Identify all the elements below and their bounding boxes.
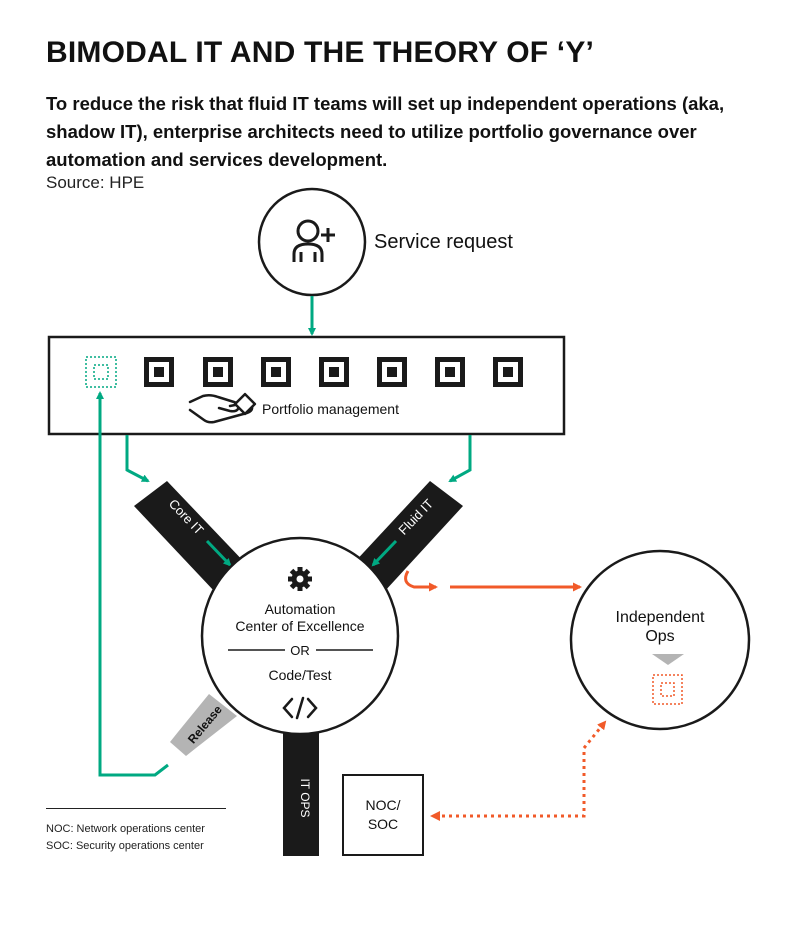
core-it-inbound-arrow: [205, 539, 232, 567]
independent-ops-line1: Independent: [616, 609, 706, 626]
center-or-label: OR: [290, 643, 310, 658]
hand-icon: [188, 392, 257, 424]
service-request-circle: [257, 187, 367, 297]
pending-portfolio-item: [85, 356, 117, 388]
noc-soc-line2: SOC: [368, 816, 398, 832]
footnote-soc: SOC: Security operations center: [46, 840, 204, 852]
center-title-line1: Automation: [265, 601, 336, 617]
fluid-it-escape-arrow: [404, 570, 438, 592]
release-return-arrow: [96, 391, 169, 777]
portfolio-item: [144, 357, 174, 387]
page-subtitle: To reduce the risk that fluid IT teams w…: [46, 93, 725, 170]
down-triangle-icon: [652, 654, 684, 665]
footnotes: NOC: Network operations center SOC: Secu…: [46, 808, 226, 855]
portfolio-box: [47, 335, 566, 436]
source-note: Source: HPE: [46, 173, 145, 192]
independent-ops-line2: Ops: [645, 628, 674, 645]
portfolio-item: [261, 357, 291, 387]
portfolio-item: [435, 357, 465, 387]
gear-icon: [288, 567, 312, 591]
add-user-icon: [292, 219, 335, 262]
page-title: BIMODAL IT AND THE THEORY OF ‘Y’: [46, 36, 595, 69]
noc-soc-line1: NOC/: [366, 797, 401, 813]
core-it-flow-arrow: [125, 435, 150, 483]
portfolio-items: [144, 357, 523, 387]
portfolio-item: [493, 357, 523, 387]
portfolio-item: [319, 357, 349, 387]
shadow-item-icon: [652, 674, 683, 705]
service-request-label: Service request: [374, 231, 513, 253]
center-title-line2: Center of Excellence: [235, 618, 364, 634]
noc-link-arrowhead-icon: [430, 811, 440, 821]
portfolio-management-label: Portfolio management: [262, 401, 399, 417]
fluid-it-inbound-arrow: [371, 539, 398, 567]
noc-independent-link: [442, 720, 607, 818]
release-arrow: [170, 694, 237, 756]
portfolio-item: [377, 357, 407, 387]
footnote-noc: NOC: Network operations center: [46, 823, 205, 835]
code-icon: [282, 696, 318, 720]
automation-center-circle: [200, 536, 400, 736]
portfolio-item: [203, 357, 233, 387]
independent-ops-circle: [569, 549, 751, 731]
core-it-arm: [134, 481, 248, 592]
fluid-it-flow-arrow: [448, 435, 472, 483]
noc-soc-box: [342, 774, 424, 856]
center-code-label: Code/Test: [268, 667, 331, 683]
it-ops-label: IT OPS: [298, 778, 312, 817]
it-ops-arm: [283, 715, 319, 856]
